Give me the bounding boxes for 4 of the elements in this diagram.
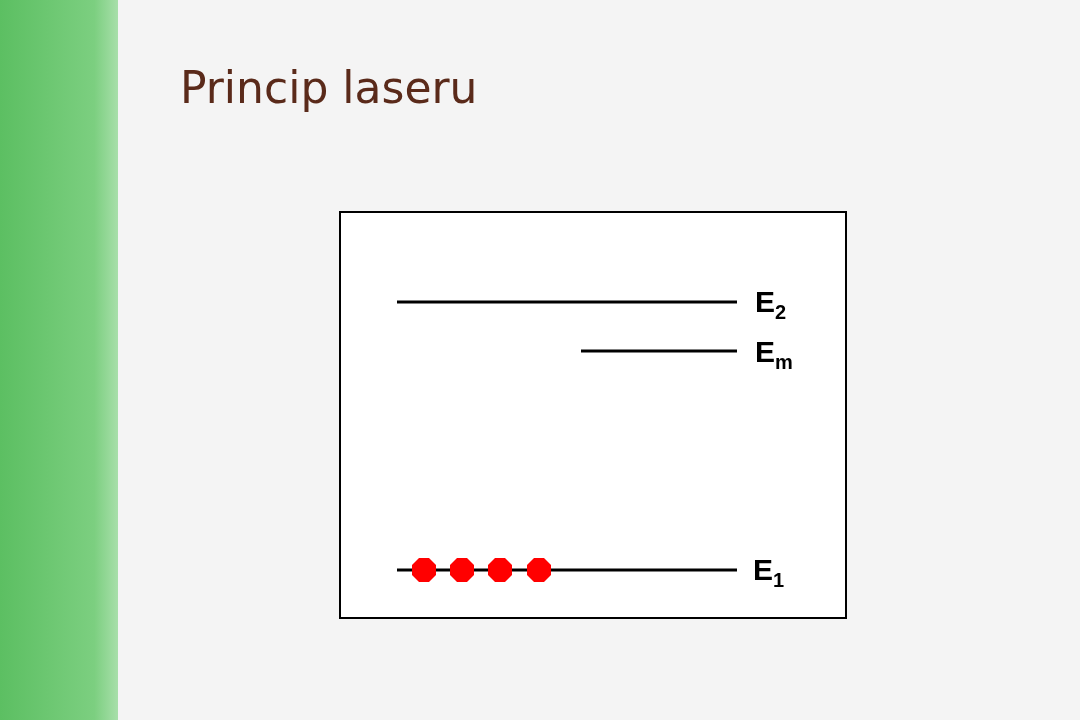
- energy-level-label: E$_{m}$: [755, 337, 793, 372]
- slide-title: Princip laseru: [180, 62, 478, 113]
- energy-level-label: E$_{1}$: [753, 555, 785, 590]
- energy-level-label: E$_{2}$: [755, 287, 787, 322]
